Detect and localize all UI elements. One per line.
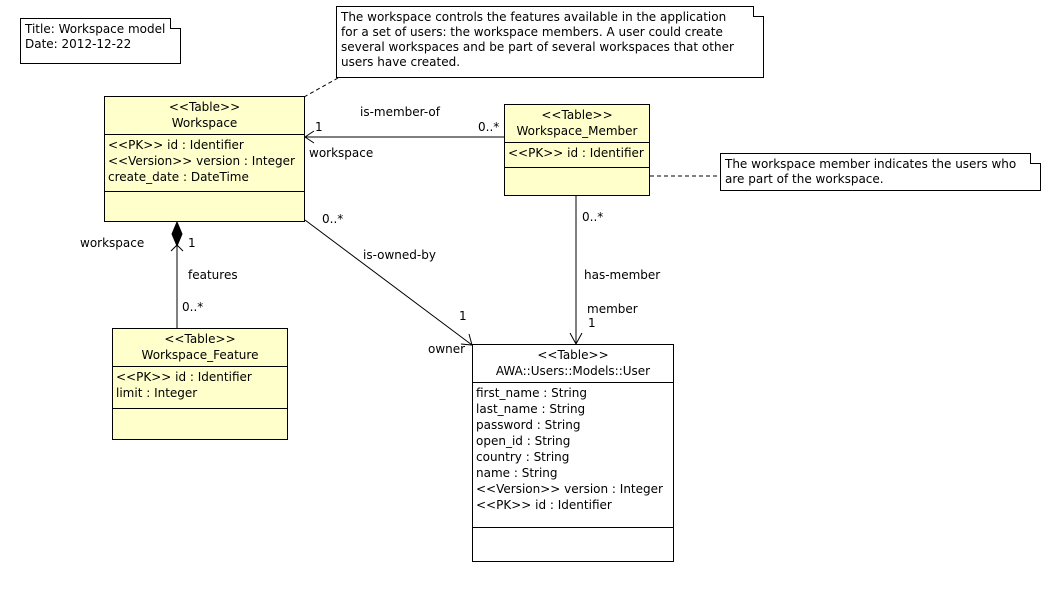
class-header: <<Table>> Workspace_Member [505, 105, 649, 143]
note-line: users have created. [341, 55, 461, 69]
class-name: Workspace_Feature [141, 348, 259, 362]
class-name: AWA::Users::Models::User [495, 364, 651, 378]
mult-member-has-member: 0..* [582, 210, 604, 224]
note-fold-icon [170, 17, 182, 29]
assoc-name-is-member-of: is-member-of [360, 105, 440, 119]
note-line: are part of the workspace. [725, 172, 884, 186]
role-member-has-member: member [587, 302, 638, 316]
role-workspace-features: workspace [80, 236, 145, 250]
class-attributes: <<PK>> id : Identifier [505, 143, 649, 168]
note-line: for a set of users: the workspace member… [341, 25, 723, 39]
note-fold-icon [1030, 152, 1042, 164]
diagram-date: Date: 2012-12-22 [25, 37, 132, 51]
attribute: first_name : String [476, 386, 587, 400]
arrow-features [170, 244, 184, 252]
attribute: <<PK>> id : Identifier [508, 146, 644, 160]
attribute: <<Version>> version : Integer [108, 154, 295, 168]
class-workspace[interactable]: <<Table>> Workspace <<PK>> id : Identifi… [104, 96, 305, 222]
class-attributes: <<PK>> id : Identifier limit : Integer [113, 367, 287, 409]
note-fold-icon [753, 5, 765, 17]
class-attributes: <<PK>> id : Identifier <<Version>> versi… [105, 135, 304, 192]
attribute: limit : Integer [116, 386, 198, 400]
class-header: <<Table>> AWA::Users::Models::User [473, 345, 673, 383]
class-name: Workspace [171, 116, 238, 130]
attribute: <<PK>> id : Identifier [116, 370, 252, 384]
assoc-name-has-member: has-member [584, 268, 661, 282]
class-stereotype: <<Table>> [164, 332, 236, 346]
class-workspace-member[interactable]: <<Table>> Workspace_Member <<PK>> id : I… [504, 104, 650, 196]
class-name: Workspace_Member [516, 124, 638, 138]
mult-user-is-owned-by: 1 [459, 309, 467, 323]
class-stereotype: <<Table>> [168, 100, 241, 114]
diamond-features [171, 220, 183, 248]
attribute: name : String [476, 466, 558, 480]
attribute: last_name : String [476, 402, 586, 416]
attribute: open_id : String [476, 434, 571, 448]
class-user[interactable]: <<Table>> AWA::Users::Models::User first… [472, 344, 674, 562]
workspace-note: The workspace controls the features avai… [336, 5, 765, 78]
mult-workspace-features: 1 [188, 236, 196, 250]
note-line: several workspaces and be part of severa… [341, 40, 734, 54]
member-note: The workspace member indicates the users… [720, 152, 1042, 191]
role-workspace-is-member-of: workspace [309, 146, 374, 160]
class-attributes: first_name : String last_name : String p… [473, 383, 673, 528]
attribute: password : String [476, 418, 581, 432]
note-line: The workspace member indicates the users… [725, 157, 1017, 171]
assoc-name-features: features [188, 268, 238, 282]
arrow-is-member-of [304, 130, 315, 144]
class-workspace-feature[interactable]: <<Table>> Workspace_Feature <<PK>> id : … [112, 328, 288, 440]
mult-member-is-member-of: 0..* [478, 120, 500, 134]
attribute: create_date : DateTime [108, 170, 249, 184]
attribute: country : String [476, 450, 570, 464]
title-note: Title: Workspace model Date: 2012-12-22 [20, 17, 182, 64]
mult-user-has-member: 1 [588, 316, 596, 330]
diagram-title: Title: Workspace model [25, 22, 166, 36]
class-header: <<Table>> Workspace [105, 97, 304, 135]
role-owner-is-owned-by: owner [428, 342, 466, 356]
mult-workspace-is-member-of: 1 [315, 120, 323, 134]
line-is-owned-by [304, 219, 473, 346]
mult-feature-features: 0..* [182, 300, 204, 314]
class-stereotype: <<Table>> [541, 108, 613, 122]
assoc-name-is-owned-by: is-owned-by [363, 248, 436, 262]
class-stereotype: <<Table>> [537, 348, 609, 362]
note-line: The workspace controls the features avai… [341, 10, 727, 24]
note-anchor-workspace [303, 77, 339, 98]
attribute: <<PK>> id : Identifier [476, 498, 612, 512]
class-header: <<Table>> Workspace_Feature [113, 329, 287, 367]
attribute: <<Version>> version : Integer [476, 482, 663, 496]
attribute: <<PK>> id : Identifier [108, 138, 244, 152]
mult-workspace-is-owned-by: 0..* [322, 212, 344, 226]
